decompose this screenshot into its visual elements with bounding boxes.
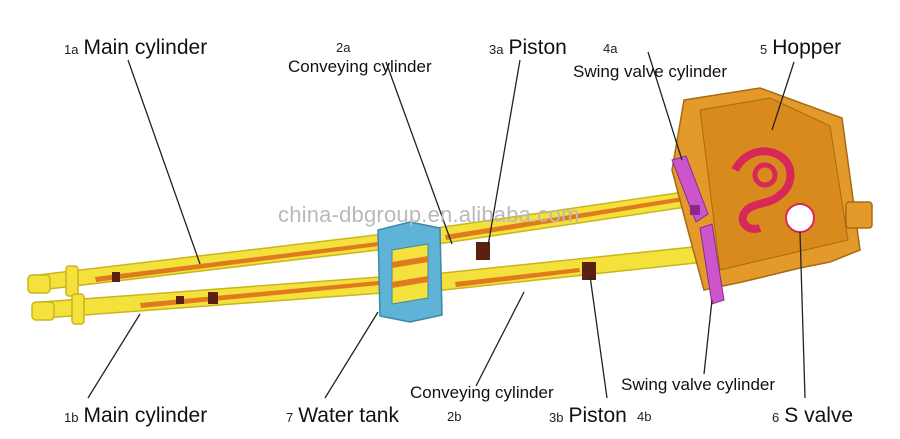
- label-2a-number: 2a: [336, 40, 351, 55]
- main-cylinder-end-cap-upper: [27, 274, 51, 294]
- upper-cylinder-assembly: [27, 189, 701, 297]
- label-4b: Swing valve cylinder: [621, 375, 776, 394]
- leader-2b: [475, 291, 525, 387]
- piston-3a: [476, 242, 490, 260]
- label-2b: Conveying cylinder: [410, 383, 554, 402]
- leader-lines: [87, 51, 806, 399]
- hopper: [671, 87, 873, 291]
- leader-3a: [487, 59, 521, 247]
- leader-1a: [127, 59, 201, 265]
- water-tank: [377, 221, 443, 323]
- leader-6: [799, 231, 806, 399]
- leader-5: [771, 61, 795, 131]
- lower-cylinder-assembly: [31, 245, 706, 325]
- label-4b-number: 4b: [637, 409, 652, 424]
- label-2a: Conveying cylinder: [288, 57, 432, 76]
- leader-2a: [385, 61, 453, 245]
- watermark: china-dbgroup.en.alibaba.com: [278, 202, 580, 227]
- leader-4b: [703, 299, 713, 375]
- piston-3b: [582, 262, 596, 280]
- leader-1b: [87, 313, 141, 399]
- leader-7: [324, 311, 379, 399]
- label-4a: 4a Swing valve cylinder: [573, 41, 728, 81]
- leader-4a: [647, 51, 683, 161]
- s-valve: [731, 147, 815, 233]
- label-2b-number: 2b: [447, 409, 462, 424]
- main-cylinder-end-cap-lower: [31, 301, 55, 321]
- leader-3b: [589, 275, 608, 399]
